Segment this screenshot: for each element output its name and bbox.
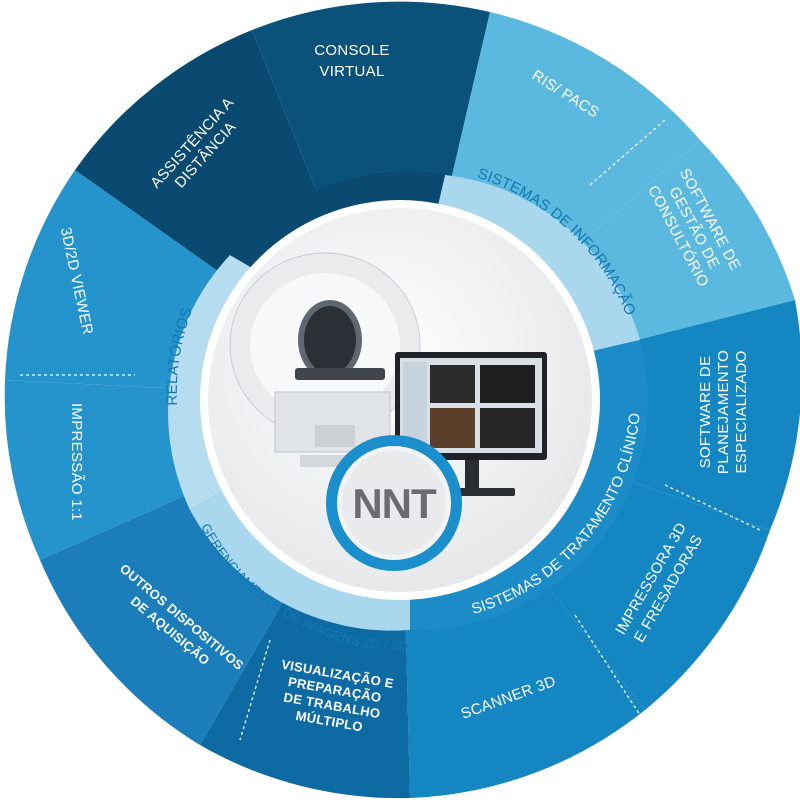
ct-scanner-image <box>229 252 421 467</box>
label-software-plan-l1: SOFTWARE DE <box>697 356 714 469</box>
nnt-badge: NNT <box>326 435 462 571</box>
nnt-logo: NNT <box>352 480 437 527</box>
label-software-plan-l3: ESPECIALIZADO <box>733 350 750 473</box>
label-software-plan-l2: PLANEJAMENTO <box>715 350 732 474</box>
label-console-l1: CONSOLE <box>314 42 389 59</box>
label-console-l2: VIRTUAL <box>319 63 384 80</box>
label-impressao: IMPRESSÃO 1:1 <box>68 403 85 521</box>
dashed-dividers <box>20 119 761 741</box>
monitor-image <box>395 352 547 496</box>
